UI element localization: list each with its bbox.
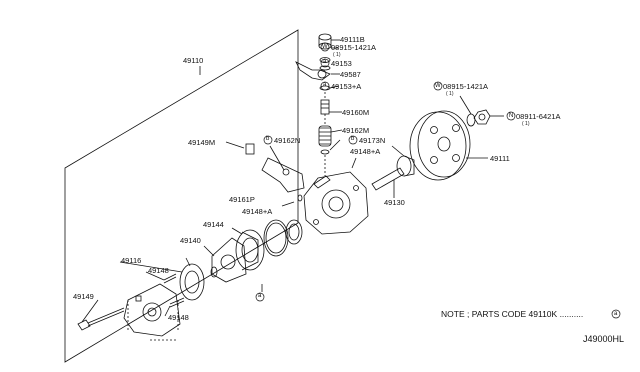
label-08915-top-qty: ( 1) bbox=[333, 52, 341, 58]
part-49148-pin-b bbox=[169, 297, 185, 305]
part-rear-housing bbox=[123, 283, 181, 337]
label-49130: 49130 bbox=[384, 198, 405, 207]
part-49116-rotor bbox=[179, 263, 205, 301]
label-49160M: 49160M bbox=[342, 108, 370, 117]
label-49161P: 49161P bbox=[229, 195, 255, 204]
label-49110: 49110 bbox=[183, 56, 204, 65]
part-49144-cam bbox=[235, 229, 265, 271]
callout-b-49162N: b bbox=[266, 136, 270, 142]
label-49173N: 49173N bbox=[359, 136, 386, 145]
part-washer-right bbox=[466, 113, 476, 127]
label-49149M: 49149M bbox=[188, 138, 216, 147]
part-49173N bbox=[320, 149, 330, 155]
label-49111B: 49111B bbox=[340, 35, 365, 44]
label-49144: 49144 bbox=[203, 220, 224, 229]
callout-a-49153A: a bbox=[323, 82, 327, 88]
label-08915-top: 08915-1421A bbox=[331, 43, 377, 52]
label-49148A-mid: 49148+A bbox=[242, 207, 273, 216]
assembly-frame bbox=[64, 29, 299, 363]
label-08911-qty: ( 1) bbox=[522, 121, 530, 127]
label-08915-right: 08915-1421A bbox=[443, 82, 489, 91]
part-ring-2 bbox=[263, 219, 289, 257]
callout-w-right: W bbox=[435, 83, 441, 89]
label-08911: 08911-6421A bbox=[516, 112, 561, 121]
part-bracket bbox=[261, 157, 305, 193]
label-49162N: 49162N bbox=[274, 136, 301, 145]
part-49130-shaft bbox=[371, 167, 405, 191]
part-49140-plate bbox=[211, 237, 247, 283]
part-49160M bbox=[320, 99, 330, 115]
part-49148-pin-a bbox=[163, 273, 177, 281]
label-08915-right-qty: ( 1) bbox=[446, 91, 454, 97]
part-49162M-spring bbox=[319, 127, 331, 145]
label-49148A-right: 49148+A bbox=[350, 147, 381, 156]
callout-n-right: N bbox=[509, 113, 514, 119]
part-ring-1 bbox=[285, 219, 303, 245]
label-49148-bottom: 49148 bbox=[168, 313, 189, 322]
callout-a-bottom: a bbox=[258, 293, 262, 299]
label-49153A: 49153+A bbox=[331, 82, 362, 91]
part-49111B bbox=[318, 33, 332, 41]
part-49149-bolt bbox=[77, 319, 91, 331]
label-49153: 49153 bbox=[331, 59, 352, 68]
part-08911-nut bbox=[473, 109, 491, 125]
label-49587: 49587 bbox=[340, 70, 361, 79]
callout-b-49173N: b bbox=[351, 136, 355, 142]
part-washer-top bbox=[319, 57, 331, 63]
label-49149: 49149 bbox=[73, 292, 94, 301]
label-49111: 49111 bbox=[490, 154, 510, 163]
diagram-code: J49000HL bbox=[583, 334, 625, 344]
part-49153 bbox=[319, 65, 331, 71]
parts-code-note: NOTE ; PARTS CODE 49110K .......... bbox=[441, 309, 584, 319]
callout-w-top: W bbox=[322, 44, 328, 50]
callout-a-49153: a bbox=[323, 59, 327, 65]
label-49162M: 49162M bbox=[342, 126, 370, 135]
label-49116: 49116 bbox=[121, 256, 142, 265]
parts-code-note-mark: a bbox=[614, 311, 618, 317]
label-49140: 49140 bbox=[180, 236, 201, 245]
label-49148-left: 49148 bbox=[148, 266, 169, 275]
part-49587-union bbox=[295, 61, 331, 81]
part-pump-body bbox=[303, 171, 369, 235]
